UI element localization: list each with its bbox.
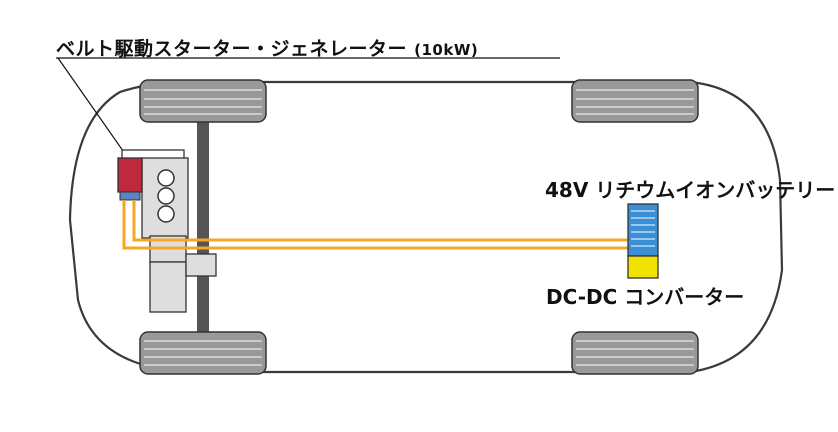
bsg-name: ベルト駆動スターター・ジェネレーター	[56, 38, 408, 60]
battery-pack	[627, 203, 659, 257]
engine-block	[121, 149, 217, 313]
hv-cables	[122, 200, 628, 250]
bsg-label: ベルト駆動スターター・ジェネレーター (10kW)	[56, 34, 478, 61]
bsg-power: (10kW)	[414, 41, 479, 59]
dcdc-label: DC-DC コンバーター	[546, 285, 745, 309]
dcdc-converter-box	[627, 255, 659, 279]
belt-starter-generator	[117, 157, 143, 201]
tire-rear-bottom	[571, 331, 699, 375]
battery-label: 48V リチウムイオンバッテリー	[545, 178, 836, 202]
tire-rear-top	[571, 79, 699, 123]
tire-front-bottom	[139, 331, 267, 375]
front-axle	[197, 116, 209, 334]
bsg-pointer-line	[57, 57, 129, 159]
tire-front-top	[139, 79, 267, 123]
